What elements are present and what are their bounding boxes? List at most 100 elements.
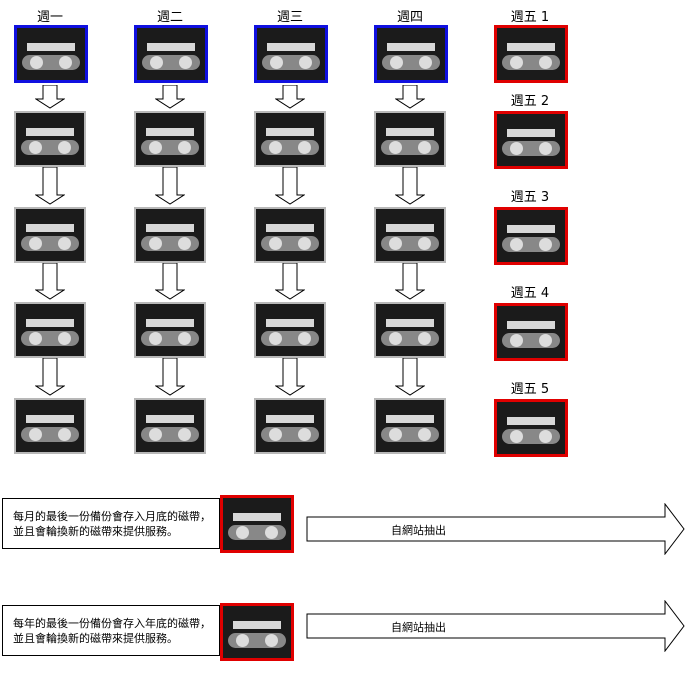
friday-label: 週五 1 — [510, 10, 550, 25]
weekly-tape — [374, 207, 446, 263]
friday-label: 週五 2 — [510, 94, 550, 109]
weekly-tape — [374, 111, 446, 167]
friday-tape — [494, 111, 568, 169]
monthly-note: 每月的最後一份備份會存入月底的磁帶， 並且會輪換新的磁帶來提供服務。 — [2, 498, 220, 549]
weekly-tape — [134, 111, 206, 167]
tape-label-window — [507, 225, 555, 233]
weekly-tape — [134, 25, 208, 83]
tape-reels-icon — [21, 427, 79, 442]
weekday-label: 週三 — [276, 10, 303, 25]
tape-reels-icon — [261, 427, 319, 442]
tape-reels-icon — [502, 55, 560, 70]
weekday-label: 週四 — [396, 10, 423, 25]
down-arrow-icon — [274, 262, 306, 304]
tape-reels-icon — [502, 429, 560, 444]
tape-label-window — [146, 319, 194, 327]
down-arrow-icon — [274, 166, 306, 209]
tape-label-window — [233, 621, 281, 629]
tape-label-window — [146, 224, 194, 232]
tape-label-window — [26, 224, 74, 232]
tape-reels-icon — [21, 140, 79, 155]
down-arrow-icon — [154, 357, 186, 400]
friday-label: 週五 5 — [510, 382, 550, 397]
friday-tape — [494, 25, 568, 83]
tape-label-window — [146, 128, 194, 136]
tape-reels-icon — [261, 236, 319, 251]
tape-reels-icon — [141, 140, 199, 155]
monthly-offsite-arrow: 自網站抽出 — [306, 502, 685, 556]
down-arrow-icon — [154, 262, 186, 304]
weekly-tape — [14, 25, 88, 83]
down-arrow-icon — [274, 84, 306, 113]
tape-label-window — [507, 417, 555, 425]
tape-label-window — [26, 319, 74, 327]
tape-label-window — [386, 128, 434, 136]
tape-reels-icon — [141, 331, 199, 346]
friday-label: 週五 4 — [510, 286, 550, 301]
down-arrow-icon — [154, 166, 186, 209]
yearly-offsite-arrow: 自網站抽出 — [306, 599, 685, 653]
tape-label-window — [266, 128, 314, 136]
down-arrow-icon — [34, 84, 66, 113]
down-arrow-icon — [394, 166, 426, 209]
tape-reels-icon — [502, 237, 560, 252]
down-arrow-icon — [394, 84, 426, 113]
down-arrow-icon — [394, 357, 426, 400]
tape-label-window — [386, 224, 434, 232]
yearly-note-line: 並且會輪換新的磁帶來提供服務。 — [13, 631, 178, 645]
weekly-tape — [254, 111, 326, 167]
down-arrow-icon — [394, 262, 426, 304]
weekly-tape — [374, 25, 448, 83]
tape-reels-icon — [502, 333, 560, 348]
weekly-tape — [134, 302, 206, 358]
tape-label-window — [26, 415, 74, 423]
weekday-label: 週一 — [36, 10, 63, 25]
down-arrow-icon — [34, 262, 66, 304]
weekly-tape — [254, 25, 328, 83]
tape-reels-icon — [381, 140, 439, 155]
weekly-tape — [254, 398, 326, 454]
tape-reels-icon — [228, 525, 286, 540]
friday-label: 週五 3 — [510, 190, 550, 205]
tape-label-window — [507, 321, 555, 329]
weekly-tape — [254, 302, 326, 358]
tape-reels-icon — [21, 236, 79, 251]
tape-label-window — [266, 224, 314, 232]
tape-reels-icon — [381, 427, 439, 442]
yearly-tape — [220, 603, 294, 661]
tape-label-window — [147, 43, 195, 51]
tape-reels-icon — [141, 236, 199, 251]
tape-label-window — [507, 129, 555, 137]
tape-label-window — [507, 43, 555, 51]
tape-reels-icon — [382, 55, 440, 70]
monthly-tape — [220, 495, 294, 553]
tape-reels-icon — [261, 331, 319, 346]
down-arrow-icon — [274, 357, 306, 400]
down-arrow-icon — [34, 357, 66, 400]
weekly-tape — [374, 398, 446, 454]
weekly-tape — [14, 398, 86, 454]
weekday-label: 週二 — [156, 10, 183, 25]
friday-tape — [494, 399, 568, 457]
tape-label-window — [387, 43, 435, 51]
yearly-arrow-label: 自網站抽出 — [391, 621, 446, 634]
tape-reels-icon — [502, 141, 560, 156]
tape-label-window — [27, 43, 75, 51]
tape-label-window — [233, 513, 281, 521]
friday-tape — [494, 303, 568, 361]
tape-label-window — [266, 319, 314, 327]
tape-reels-icon — [262, 55, 320, 70]
tape-label-window — [26, 128, 74, 136]
weekly-tape — [14, 207, 86, 263]
weekly-tape — [134, 207, 206, 263]
down-arrow-icon — [34, 166, 66, 209]
tape-reels-icon — [141, 427, 199, 442]
tape-label-window — [146, 415, 194, 423]
tape-label-window — [266, 415, 314, 423]
tape-reels-icon — [381, 236, 439, 251]
tape-label-window — [267, 43, 315, 51]
weekly-tape — [14, 302, 86, 358]
tape-reels-icon — [261, 140, 319, 155]
monthly-note-line: 每月的最後一份備份會存入月底的磁帶， — [13, 509, 211, 523]
yearly-note: 每年的最後一份備份會存入年底的磁帶， 並且會輪換新的磁帶來提供服務。 — [2, 605, 220, 656]
